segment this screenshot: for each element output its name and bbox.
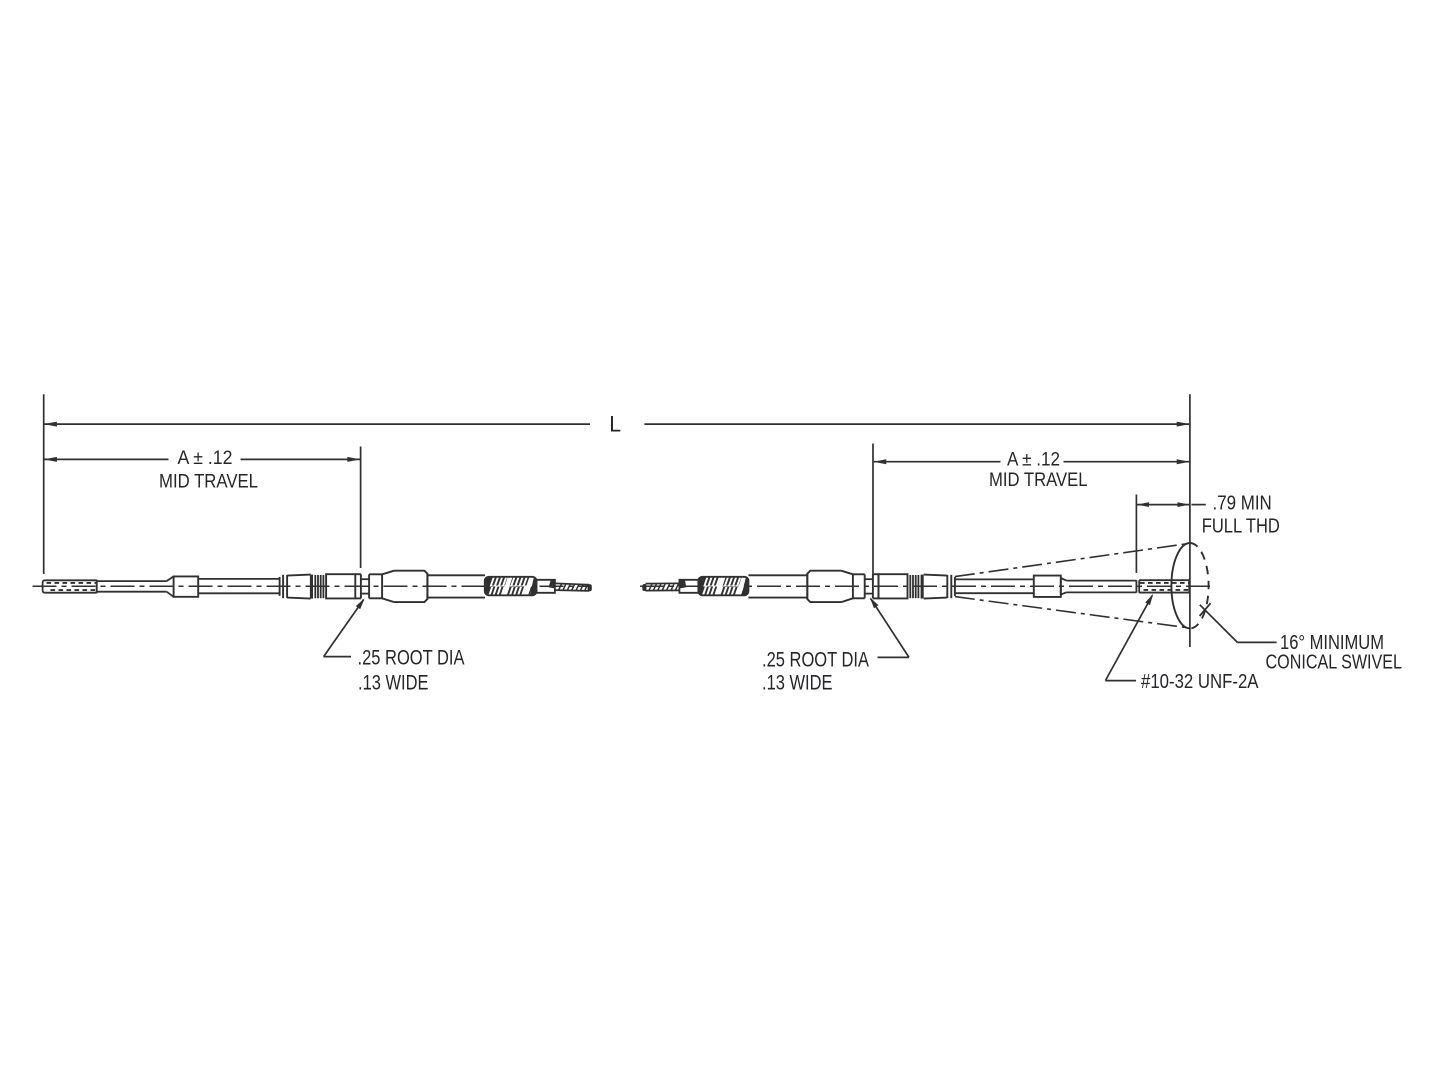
svg-text:.13 WIDE: .13 WIDE: [762, 672, 833, 695]
svg-text:16° MINIMUM: 16° MINIMUM: [1280, 632, 1384, 654]
svg-text:MID TRAVEL: MID TRAVEL: [159, 471, 258, 492]
svg-text:A ± .12: A ± .12: [1007, 450, 1060, 471]
svg-text:CONICAL SWIVEL: CONICAL SWIVEL: [1266, 652, 1403, 674]
svg-text:.25 ROOT DIA: .25 ROOT DIA: [762, 649, 869, 672]
svg-text:L: L: [609, 411, 621, 436]
svg-text:A ± .12: A ± .12: [178, 448, 233, 469]
svg-text:#10-32 UNF-2A: #10-32 UNF-2A: [1141, 671, 1259, 693]
svg-text:.79 MIN: .79 MIN: [1213, 492, 1272, 515]
svg-text:.25 ROOT DIA: .25 ROOT DIA: [358, 647, 465, 670]
svg-text:FULL THD: FULL THD: [1202, 515, 1280, 538]
svg-text:.13 WIDE: .13 WIDE: [358, 672, 429, 695]
svg-text:MID TRAVEL: MID TRAVEL: [989, 470, 1088, 491]
